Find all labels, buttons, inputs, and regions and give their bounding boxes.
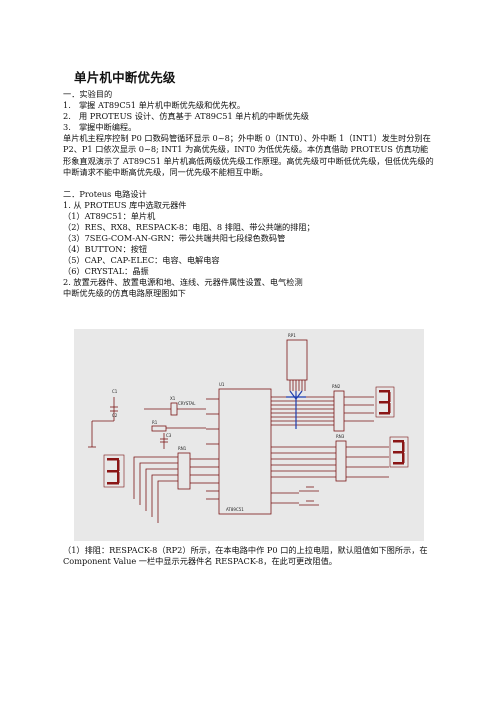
part-item: （1）AT89C51：单片机 xyxy=(63,211,156,221)
section2-heading: 二．Proteus 电路设计 xyxy=(63,189,147,199)
page-title: 单片机中断优先级 xyxy=(74,70,176,85)
figure-intro: 中断优先级的仿真电路原理图如下 xyxy=(63,288,186,298)
rn2-resistor-pack xyxy=(333,390,345,432)
label-x1: X1 xyxy=(170,396,176,401)
part-item: （3）7SEG-COM-AN-GRN：带公共端共阳七段绿色数码管 xyxy=(63,233,286,243)
objective-item: 1. 掌握 AT89C51 单片机中断优先级和优先权。 xyxy=(63,100,246,110)
r1-resistor xyxy=(151,425,167,432)
part-item: （2）RES、RX8、RESPACK-8：电阻、8 排阻、带公共端的排阻； xyxy=(63,222,315,232)
part-item: （6）CRYSTAL：晶振 xyxy=(63,266,149,276)
rn3-resistor-pack xyxy=(335,440,347,482)
seven-seg-display-left xyxy=(103,454,125,488)
label-u1: U1 xyxy=(219,382,225,387)
step2-heading: 2. 放置元器件、放置电源和地、连线、元器件属性设置、电气检测 xyxy=(63,277,303,287)
data-bus xyxy=(286,390,306,429)
label-rn1: RN1 xyxy=(178,446,187,451)
objective-item: 2. 用 PROTEUS 设计、仿真基于 AT89C51 单片机的中断优先级 xyxy=(63,111,309,121)
circuit-schematic: RP1 U1 AT89C51 C1 C2 C3 X1 CRYSTAL R1 RN… xyxy=(74,329,424,541)
label-at89c51: AT89C51 xyxy=(226,507,244,512)
seven-seg-display-right-top xyxy=(375,386,395,418)
part-item: （4）BUTTON：按钮 xyxy=(63,244,148,254)
schematic-drawing: RP1 U1 AT89C51 C1 C2 C3 X1 CRYSTAL R1 RN… xyxy=(88,333,409,523)
section1-heading: 一．实验目的 xyxy=(63,89,113,99)
step1-heading: 1. 从 PROTEUS 库中选取元器件 xyxy=(63,200,187,210)
seven-seg-display-right-bottom xyxy=(389,436,409,468)
u1-chip xyxy=(218,388,272,515)
label-c3: C3 xyxy=(166,433,172,438)
label-c1: C1 xyxy=(112,389,118,394)
rn1-resistor-pack xyxy=(177,452,191,490)
label-rn2: RN2 xyxy=(332,384,341,389)
objective-item: 3. 掌握中断编程。 xyxy=(63,122,137,132)
x1-crystal xyxy=(170,402,178,416)
label-x1-value: CRYSTAL xyxy=(178,401,196,406)
label-c2: C2 xyxy=(112,413,118,418)
label-rn3: RN3 xyxy=(336,434,345,439)
rp1-resistor-pack xyxy=(286,339,308,381)
intro-paragraph: 单片机主程序控制 P0 口数码管循环显示 0~8；外中断 0（INT0）、外中断… xyxy=(63,133,434,178)
label-r1: R1 xyxy=(152,420,158,425)
label-rp1: RP1 xyxy=(288,333,296,338)
figure-caption: （1）排阻：RESPACK-8（RP2）所示，在本电路中作 P0 口的上拉电阻，… xyxy=(63,545,428,567)
part-item: （5）CAP、CAP-ELEC：电容、电解电容 xyxy=(63,255,220,265)
